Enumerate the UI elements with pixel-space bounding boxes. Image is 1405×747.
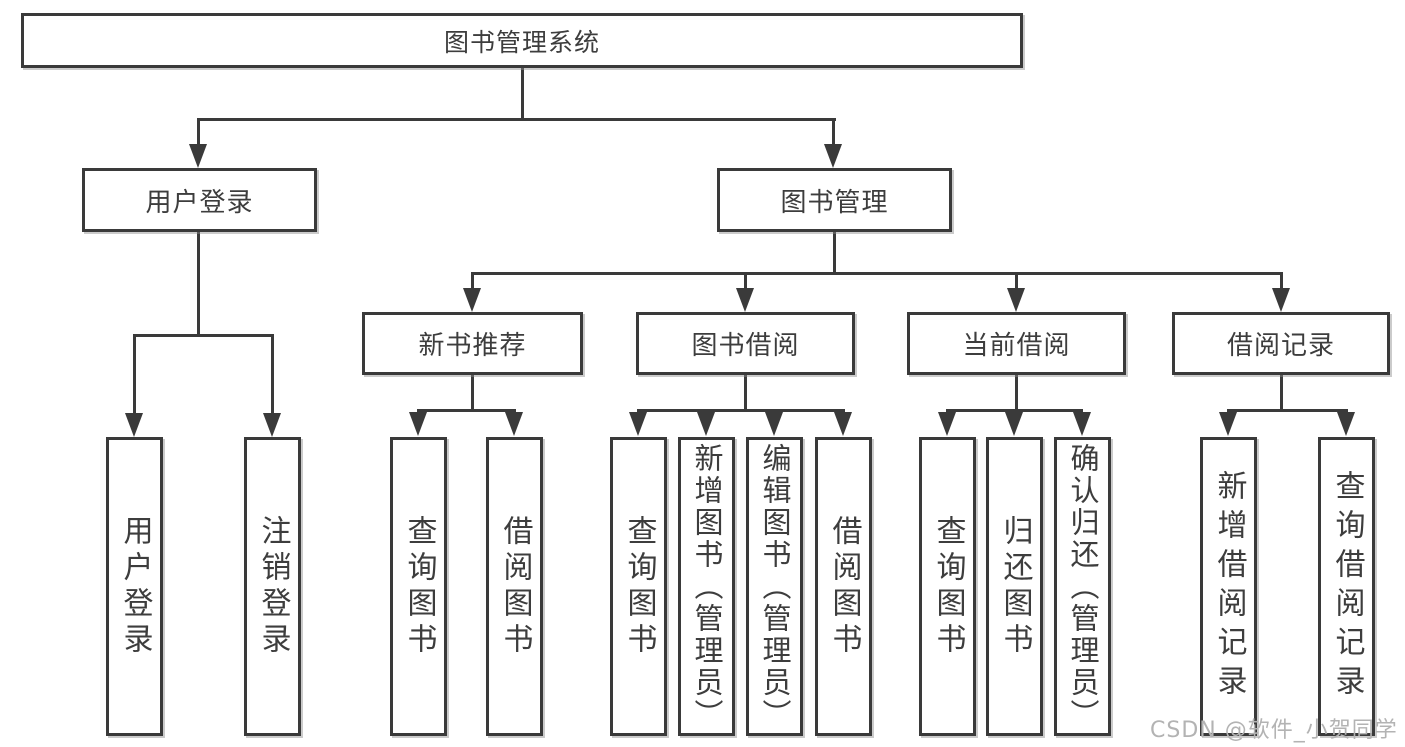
connector-book-mgmt-split <box>471 272 1282 275</box>
connector-borrow-records-split <box>1227 409 1348 412</box>
leaf-bb-borrow-books-label: 借阅图书 <box>826 514 862 659</box>
leaf-cb-return-books: 归还图书 <box>986 437 1043 736</box>
connector-user-login-split <box>133 334 274 337</box>
watermark: CSDN @软件_小贺同学 <box>1150 718 1398 743</box>
arrowhead-leaf-logout <box>263 413 281 437</box>
leaf-bb-query-books: 查询图书 <box>610 437 667 736</box>
arrowhead-new-books <box>463 288 481 312</box>
arrowhead-leaf-login <box>125 413 143 437</box>
leaf-bb-add-book-admin: 新增图书（管理员） <box>678 437 735 736</box>
leaf-br-query-record-label: 查询借阅记录 <box>1329 469 1365 704</box>
connector-user-login-stem <box>197 230 200 336</box>
arrowhead-book-mgmt <box>824 144 842 168</box>
connector-root-stem <box>521 66 524 120</box>
connector-new-books-stem <box>471 373 474 411</box>
leaf-user-login: 用户登录 <box>106 437 163 736</box>
node-root: 图书管理系统 <box>21 13 1023 68</box>
connector-to-user-login <box>197 118 200 146</box>
leaf-nb-borrow-books: 借阅图书 <box>486 437 543 736</box>
arrowhead-bb-add <box>697 412 715 436</box>
connector-to-leaf-login <box>133 334 136 414</box>
node-current-borrow-label: 当前借阅 <box>962 331 1071 361</box>
leaf-cb-return-books-label: 归还图书 <box>997 514 1033 659</box>
arrowhead-bb-query <box>629 412 647 436</box>
connector-book-borrow-split <box>637 409 845 412</box>
node-new-books: 新书推荐 <box>362 312 583 375</box>
node-book-borrow-label: 图书借阅 <box>691 331 800 361</box>
leaf-nb-query-books: 查询图书 <box>390 437 447 736</box>
leaf-br-add-record: 新增借阅记录 <box>1200 437 1257 736</box>
node-book-mgmt: 图书管理 <box>717 168 952 232</box>
connector-to-book-borrow <box>744 272 747 290</box>
node-user-login: 用户登录 <box>82 168 317 232</box>
connector-to-book-mgmt <box>832 118 835 146</box>
arrowhead-current-borrow <box>1007 288 1025 312</box>
connector-current-borrow-stem <box>1015 373 1018 411</box>
leaf-nb-query-books-label: 查询图书 <box>401 514 437 659</box>
node-borrow-records-label: 借阅记录 <box>1226 331 1335 361</box>
leaf-logout-label: 注销登录 <box>255 514 291 659</box>
arrowhead-cb-query <box>938 412 956 436</box>
connector-to-new-books <box>471 272 474 290</box>
connector-book-mgmt-stem <box>833 230 836 274</box>
leaf-cb-query-books-label: 查询图书 <box>930 514 966 659</box>
leaf-bb-borrow-books: 借阅图书 <box>815 437 872 736</box>
connector-to-borrow-records <box>1280 272 1283 290</box>
arrowhead-bb-edit <box>765 412 783 436</box>
arrowhead-book-borrow <box>736 288 754 312</box>
arrowhead-bb-borrow <box>834 412 852 436</box>
connector-to-current-borrow <box>1015 272 1018 290</box>
connector-new-books-split <box>417 409 516 412</box>
arrowhead-cb-confirm <box>1073 412 1091 436</box>
leaf-bb-edit-book-admin: 编辑图书（管理员） <box>746 437 803 736</box>
arrowhead-br-add <box>1219 412 1237 436</box>
arrowhead-nb-query <box>409 412 427 436</box>
leaf-bb-edit-book-admin-label: 编辑图书（管理员） <box>758 442 792 731</box>
leaf-user-login-label: 用户登录 <box>117 514 153 659</box>
node-book-mgmt-label: 图书管理 <box>780 187 889 218</box>
leaf-logout: 注销登录 <box>244 437 301 736</box>
arrowhead-nb-borrow <box>505 412 523 436</box>
leaf-cb-confirm-return-admin: 确认归还（管理员） <box>1054 437 1111 736</box>
node-new-books-label: 新书推荐 <box>418 331 527 361</box>
arrowhead-br-query <box>1337 412 1355 436</box>
connector-borrow-records-stem <box>1280 373 1283 411</box>
node-root-label: 图书管理系统 <box>443 27 600 57</box>
arrowhead-borrow-records <box>1272 288 1290 312</box>
connector-book-borrow-stem <box>744 373 747 411</box>
leaf-cb-query-books: 查询图书 <box>919 437 976 736</box>
leaf-bb-query-books-label: 查询图书 <box>621 514 657 659</box>
connector-to-leaf-logout <box>271 334 274 414</box>
connector-root-split <box>197 118 836 121</box>
node-current-borrow: 当前借阅 <box>907 312 1126 375</box>
leaf-bb-add-book-admin-label: 新增图书（管理员） <box>690 442 724 731</box>
connector-current-borrow-split <box>946 409 1083 412</box>
node-borrow-records: 借阅记录 <box>1172 312 1390 375</box>
node-user-login-label: 用户登录 <box>145 187 254 218</box>
leaf-br-query-record: 查询借阅记录 <box>1318 437 1375 736</box>
arrowhead-cb-return <box>1005 412 1023 436</box>
arrowhead-user-login <box>189 144 207 168</box>
leaf-nb-borrow-books-label: 借阅图书 <box>497 514 533 659</box>
leaf-cb-confirm-return-admin-label: 确认归还（管理员） <box>1066 442 1100 731</box>
node-book-borrow: 图书借阅 <box>636 312 855 375</box>
leaf-br-add-record-label: 新增借阅记录 <box>1211 469 1247 704</box>
